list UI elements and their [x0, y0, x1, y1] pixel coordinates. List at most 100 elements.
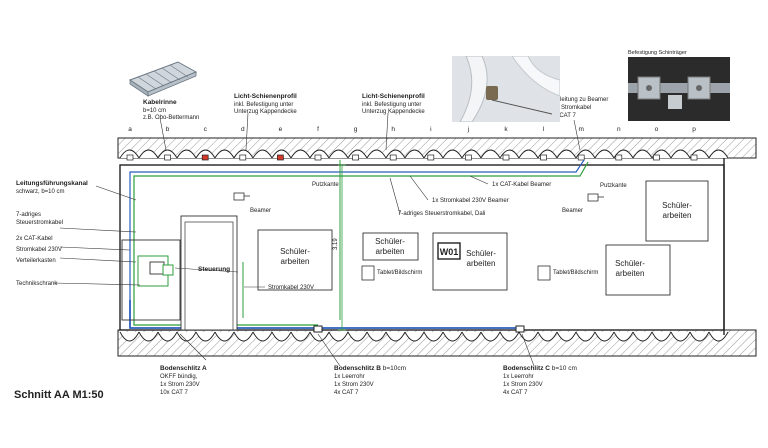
- floor-vault: [366, 331, 387, 342]
- cat-beamer-label: 1x CAT-Kabel Beamer: [492, 182, 551, 188]
- stromkabel-230-label: Stromkabel 230V: [268, 285, 314, 291]
- axis-tick-n: [615, 154, 623, 161]
- axis-letter-p: p: [692, 126, 696, 133]
- floor-vault: [271, 331, 292, 342]
- cable-runs: [129, 159, 589, 329]
- kabelrinne-title: Kabelrinne: [143, 99, 177, 106]
- ceiling-vault: [290, 149, 311, 159]
- floor-vault: [290, 331, 311, 342]
- axis-letter-m: m: [578, 126, 583, 133]
- licht1-line2: Unterzug Kappendecke: [234, 109, 297, 115]
- leitungsfuehrung-line1: schwarz, b=10 cm: [16, 189, 65, 195]
- green-cable-ceiling: [133, 161, 589, 300]
- axis-letter-g: g: [354, 126, 358, 133]
- ceiling-vault: [214, 149, 235, 159]
- beamer-left-label: Beamer: [250, 208, 271, 214]
- floor-vault: [670, 331, 691, 342]
- floor-vault: [195, 331, 216, 342]
- kabelrinne-line1: b=10 cm: [143, 108, 166, 114]
- panel-5-line1: Schüler-: [662, 201, 692, 210]
- floor-vault: [575, 331, 596, 342]
- cable-tray-image: [126, 58, 200, 98]
- panel-1-line2: arbeiten: [281, 257, 310, 266]
- slot-b-line1: 1x Leerrohr: [334, 374, 365, 380]
- blue-cable-floor: [129, 300, 520, 329]
- slot-c-line1: 1x Leerrohr: [503, 374, 534, 380]
- height-label: 3.19: [333, 238, 339, 250]
- licht1-title: Licht-Schienenprofil: [234, 93, 297, 100]
- axis-tick-e: [277, 154, 284, 161]
- licht2-title: Licht-Schienenprofil: [362, 93, 425, 100]
- ceiling-vault: [366, 149, 387, 159]
- floor-vault: [594, 331, 615, 342]
- tablet-right-box: [537, 265, 551, 281]
- axis-letter-d: d: [241, 126, 245, 133]
- ceiling-vault: [556, 149, 577, 159]
- floor-slab: [117, 329, 757, 357]
- beamer-feed-line1: Zuleitung zu Beamer: [553, 97, 608, 103]
- panel-4-line1: Schüler-: [615, 259, 645, 268]
- ceiling-vault: [233, 149, 254, 159]
- axis-tick-c: [201, 154, 209, 161]
- beamer-right-symbol: [587, 193, 604, 202]
- axis-tick-f: [314, 154, 322, 161]
- steuer-dali-label: 7-adriges Steuerstromkabel, Dali: [398, 211, 485, 217]
- putzkante-left-label: Putzkante: [312, 182, 339, 188]
- slot-b-line2: 1x Strom 230V: [334, 382, 374, 388]
- axis-letter-a: a: [128, 126, 132, 133]
- floor-vault: [613, 331, 634, 342]
- axis-letter-k: k: [504, 126, 508, 133]
- panel-1-line1: Schüler-: [280, 247, 310, 256]
- ceiling-vault: [271, 149, 292, 159]
- blue-cable-ceiling: [129, 159, 585, 300]
- leader-lines: [53, 112, 581, 367]
- beamer-left-symbol: [233, 192, 250, 201]
- floor-vault: [119, 331, 140, 342]
- technik-label: Technikschrank: [16, 281, 58, 287]
- slot-c-line3: 4x CAT 7: [503, 390, 528, 396]
- ceiling-vault: [442, 149, 463, 159]
- slot-c-heading: Bodenschlitz C b=10 cm: [503, 365, 577, 372]
- licht2-line2: Unterzug Kappendecke: [362, 109, 425, 115]
- ceiling-vault: [632, 149, 653, 159]
- floor-vault: [537, 331, 558, 342]
- leitungsfuehrung-title: Leitungsführungskanal: [16, 180, 88, 187]
- tablet-right-label: Tablet/Bildschirm: [553, 270, 598, 276]
- panel-2-line2: arbeiten: [376, 247, 405, 256]
- ceiling-vault: [594, 149, 615, 159]
- floor-vault: [689, 331, 710, 342]
- w01-label: W01: [440, 247, 459, 257]
- floor-vault: [385, 331, 406, 342]
- slot-c-marker: [515, 325, 525, 333]
- floor-vault: [632, 331, 653, 342]
- beamer-feed-line2: 1x Stromkabel: [553, 105, 591, 111]
- floor-vault: [651, 331, 672, 342]
- floor-vault: [480, 331, 501, 342]
- floor-vault: [423, 331, 444, 342]
- axis-tick-l: [540, 154, 547, 161]
- ceiling-mount-photo: [452, 56, 560, 122]
- floor-vault: [176, 331, 197, 342]
- axis-letter-l: l: [543, 126, 545, 133]
- axis-tick-o: [653, 154, 660, 161]
- floor-vault: [157, 331, 178, 342]
- steuerstrom-line1: 7-adriges: [16, 212, 41, 218]
- slot-a-line2: 1x Strom 230V: [160, 382, 200, 388]
- panel-2-line1: Schüler-: [375, 237, 405, 246]
- w01-box: [437, 242, 461, 260]
- ceiling-vault: [328, 149, 349, 159]
- floor-vault: [233, 331, 254, 342]
- door: [180, 215, 238, 331]
- panel-3-line2: arbeiten: [467, 259, 496, 268]
- axis-letter-n: n: [617, 126, 621, 133]
- axis-letter-f: f: [317, 126, 319, 133]
- axis-tick-g: [352, 154, 359, 161]
- slot-b-line3: 4x CAT 7: [334, 390, 359, 396]
- stromkabel-label: Stromkabel 230V: [16, 247, 62, 253]
- axis-tick-i: [427, 154, 435, 161]
- green-cable-floor: [133, 300, 318, 326]
- slot-b-heading: Bodenschlitz B b=10cm: [334, 365, 406, 372]
- panel-3-line1: Schüler-: [466, 249, 496, 258]
